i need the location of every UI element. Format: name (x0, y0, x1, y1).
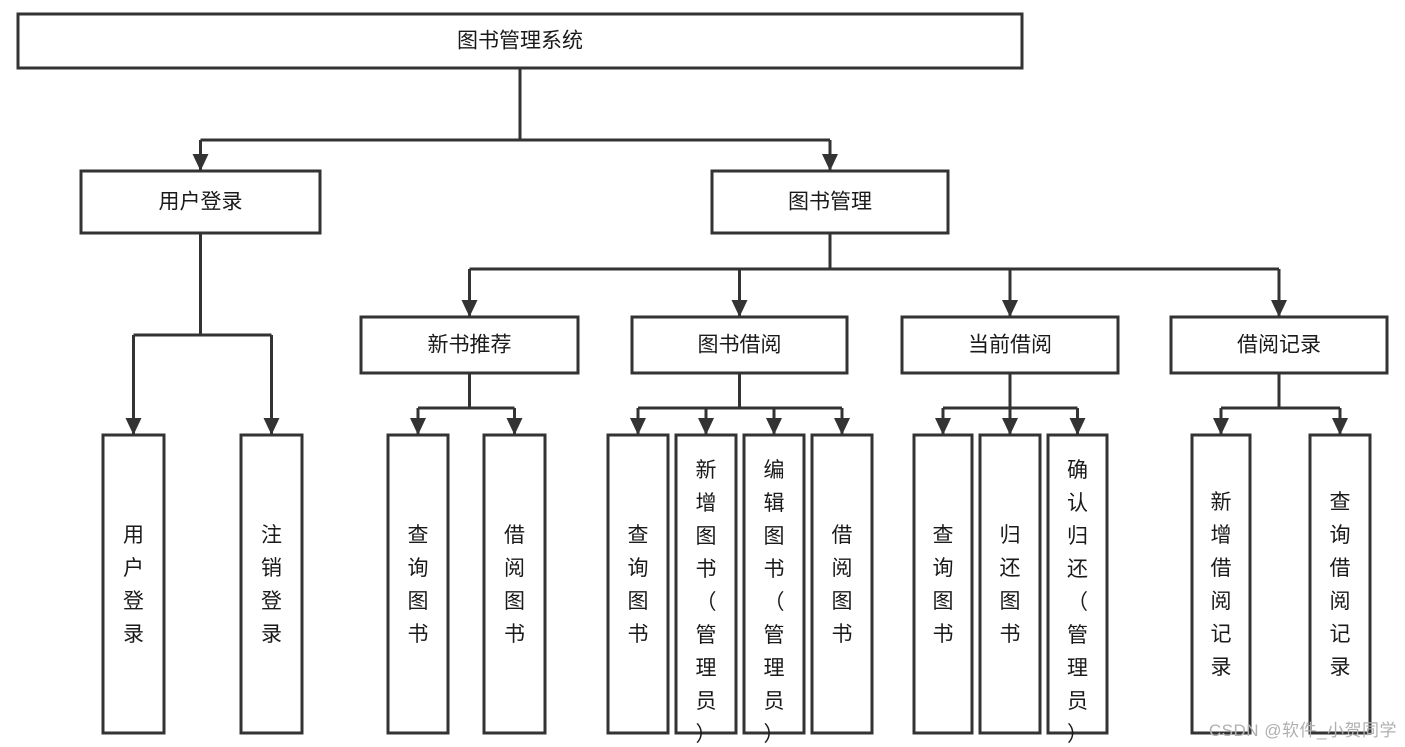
arrow-head-icon (630, 418, 646, 435)
arrow-head-icon (935, 418, 951, 435)
node-box-book-manage (710, 169, 950, 235)
node-root[interactable]: 图书管理系统 (16, 12, 1024, 70)
node-book-borrow[interactable]: 图书借阅 (630, 315, 849, 375)
connectors-layer (125, 68, 1348, 435)
arrow-head-icon (1002, 300, 1018, 317)
node-add-borrow-record[interactable]: 新增借阅记录 (1190, 433, 1252, 735)
arrow-head-icon (410, 418, 426, 435)
node-label-add-borrow-record: 新增借阅记录 (1211, 491, 1232, 679)
arrow-head-icon (731, 300, 748, 317)
node-box-add-borrow-record (1190, 433, 1252, 735)
node-return-book[interactable]: 归还图书 (978, 433, 1042, 735)
node-label-user-login: 用户登录 (159, 191, 243, 214)
node-label-new-book-recommend: 新书推荐 (428, 334, 512, 357)
arrow-head-icon (822, 154, 838, 171)
node-confirm-return-admin[interactable]: 确认归还（管理员） (1046, 433, 1109, 746)
nodes-layer: 图书管理系统用户登录用户登录注销登录图书管理新书推荐查询图书借阅图书图书借阅查询… (16, 12, 1389, 746)
node-edit-book-admin[interactable]: 编辑图书（管理员） (742, 433, 806, 746)
node-label-query-book-1: 查询图书 (408, 524, 429, 646)
node-query-book-3[interactable]: 查询图书 (912, 433, 974, 735)
node-label-confirm-return-admin: 确认归还（管理员） (1067, 459, 1088, 746)
node-box-borrow-book-1 (482, 433, 547, 735)
node-user-logout[interactable]: 注销登录 (239, 433, 304, 735)
node-label-user-login-do: 用户登录 (123, 524, 144, 646)
node-label-query-book-3: 查询图书 (933, 524, 954, 646)
arrow-head-icon (461, 300, 478, 317)
node-box-query-book-2 (606, 433, 670, 735)
node-box-current-borrow (900, 315, 1120, 375)
node-box-edit-book-admin (742, 433, 806, 735)
arrow-head-icon (766, 418, 782, 435)
node-label-book-borrow: 图书借阅 (698, 334, 782, 357)
node-query-book-1[interactable]: 查询图书 (386, 433, 450, 735)
node-label-edit-book-admin: 编辑图书（管理员） (764, 459, 785, 746)
node-label-root: 图书管理系统 (457, 30, 583, 53)
node-user-login[interactable]: 用户登录 (79, 169, 322, 235)
arrow-head-icon (1002, 418, 1018, 435)
node-label-borrow-book-2: 借阅图书 (832, 524, 853, 646)
node-label-borrow-book-1: 借阅图书 (504, 524, 525, 646)
node-label-current-borrow: 当前借阅 (968, 334, 1052, 357)
arrow-head-icon (1332, 418, 1348, 435)
arrow-head-icon (698, 418, 714, 435)
arrow-head-icon (1069, 418, 1086, 435)
node-label-book-manage: 图书管理 (788, 191, 872, 214)
node-book-manage[interactable]: 图书管理 (710, 169, 950, 235)
arrow-head-icon (263, 418, 280, 435)
node-label-borrow-record: 借阅记录 (1237, 334, 1321, 357)
node-box-user-login-do (101, 433, 166, 735)
node-box-user-logout (239, 433, 304, 735)
node-box-query-borrow-record (1308, 433, 1372, 735)
node-query-book-2[interactable]: 查询图书 (606, 433, 670, 735)
node-box-new-book-recommend (359, 315, 580, 375)
node-box-user-login (79, 169, 322, 235)
node-label-user-logout: 注销登录 (261, 524, 282, 646)
node-label-query-borrow-record: 查询借阅记录 (1330, 491, 1351, 679)
arrow-head-icon (1271, 300, 1287, 317)
node-box-book-borrow (630, 315, 849, 375)
node-box-return-book (978, 433, 1042, 735)
node-new-book-recommend[interactable]: 新书推荐 (359, 315, 580, 375)
node-box-root (16, 12, 1024, 70)
node-box-borrow-book-2 (810, 433, 874, 735)
node-box-query-book-3 (912, 433, 974, 735)
node-box-borrow-record (1169, 315, 1389, 375)
node-box-add-book-admin (674, 433, 738, 735)
arrow-head-icon (192, 154, 209, 171)
node-current-borrow[interactable]: 当前借阅 (900, 315, 1120, 375)
arrow-head-icon (834, 418, 850, 435)
arrow-head-icon (125, 418, 142, 435)
csdn-watermark: CSDN @软件_小贺同学 (1208, 721, 1397, 740)
node-label-return-book: 归还图书 (1000, 524, 1021, 646)
node-box-query-book-1 (386, 433, 450, 735)
arrow-head-icon (506, 418, 523, 435)
node-query-borrow-record[interactable]: 查询借阅记录 (1308, 433, 1372, 735)
node-user-login-do[interactable]: 用户登录 (101, 433, 166, 735)
node-borrow-book-1[interactable]: 借阅图书 (482, 433, 547, 735)
node-box-confirm-return-admin (1046, 433, 1109, 735)
node-label-query-book-2: 查询图书 (628, 524, 649, 646)
node-label-add-book-admin: 新增图书（管理员） (696, 459, 717, 746)
node-borrow-book-2[interactable]: 借阅图书 (810, 433, 874, 735)
arrow-head-icon (1213, 418, 1229, 435)
node-borrow-record[interactable]: 借阅记录 (1169, 315, 1389, 375)
node-add-book-admin[interactable]: 新增图书（管理员） (674, 433, 738, 746)
